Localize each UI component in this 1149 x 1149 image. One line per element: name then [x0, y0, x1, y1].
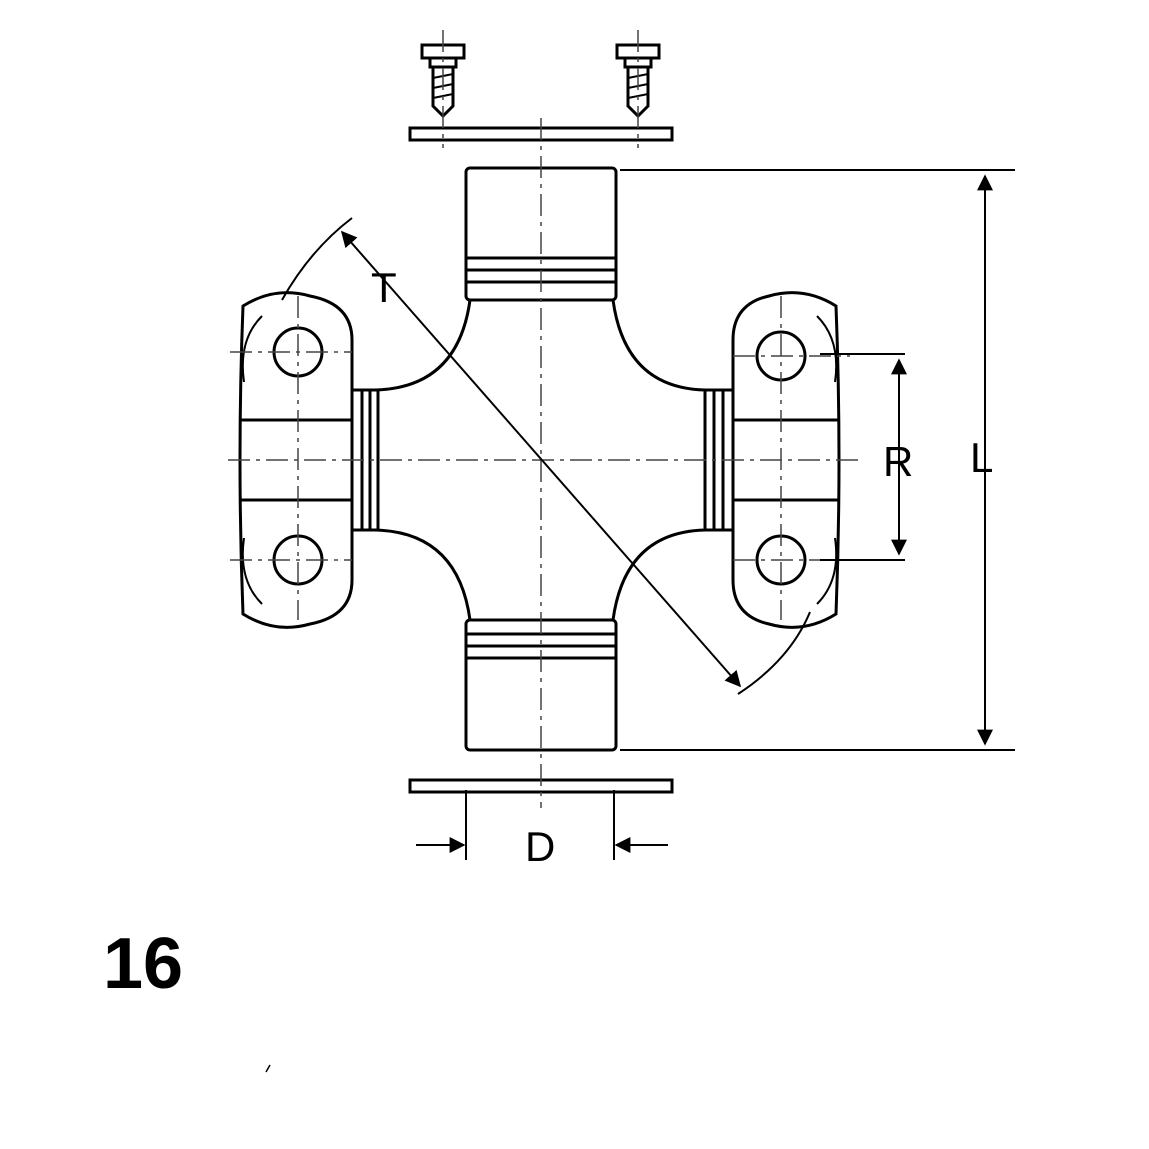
dimension-r [820, 353, 907, 561]
label-d: D [525, 823, 555, 870]
stray-mark [265, 1064, 271, 1073]
dimension-t [281, 217, 811, 695]
label-t: T [371, 264, 397, 311]
universal-joint-body [238, 43, 841, 794]
label-l: L [970, 434, 993, 481]
figure-number: 16 [103, 924, 184, 1004]
dimension-l [620, 169, 1015, 751]
dimension-d [416, 790, 668, 860]
label-r: R [883, 438, 913, 485]
